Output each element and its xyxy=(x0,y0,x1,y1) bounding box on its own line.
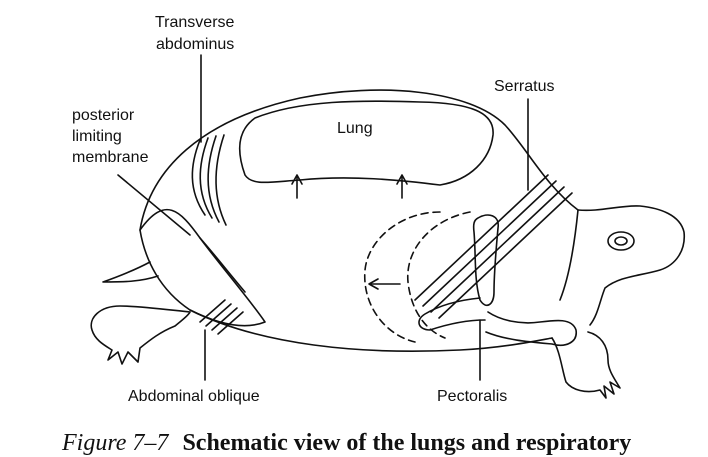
label-serratus: Serratus xyxy=(494,78,555,95)
label-pectoralis: Pectoralis xyxy=(437,388,508,405)
humerus xyxy=(486,312,576,345)
label-lung: Lung xyxy=(337,120,373,137)
label-posterior-line2: limiting xyxy=(72,128,122,145)
label-transverse-line1: Transverse xyxy=(155,14,235,31)
lung-arrow-right-head xyxy=(397,175,407,184)
hind-limb xyxy=(91,306,190,364)
tail xyxy=(103,262,158,282)
label-posterior-line1: posterior xyxy=(72,107,135,124)
figure-caption: Figure 7–7 Schematic view of the lungs an… xyxy=(62,430,631,457)
caption-text: Schematic view of the lungs and respirat… xyxy=(182,430,632,456)
forelimb xyxy=(552,332,620,398)
caption-figure-number: Figure 7–7 xyxy=(62,430,169,456)
label-abdominal-oblique: Abdominal oblique xyxy=(128,388,260,405)
scapula xyxy=(474,215,499,305)
neck xyxy=(578,206,684,325)
posterior-flap xyxy=(140,210,265,326)
label-transverse-line2: abdominus xyxy=(156,36,235,53)
coracoid xyxy=(419,298,485,330)
eye xyxy=(608,232,634,250)
lung-arrow-left-head xyxy=(292,175,302,184)
lung-excursion-dashed xyxy=(365,212,440,342)
label-posterior-line3: membrane xyxy=(72,149,149,166)
plastron-outline xyxy=(190,310,552,351)
lung xyxy=(240,101,493,185)
leader-posterior xyxy=(118,175,190,235)
